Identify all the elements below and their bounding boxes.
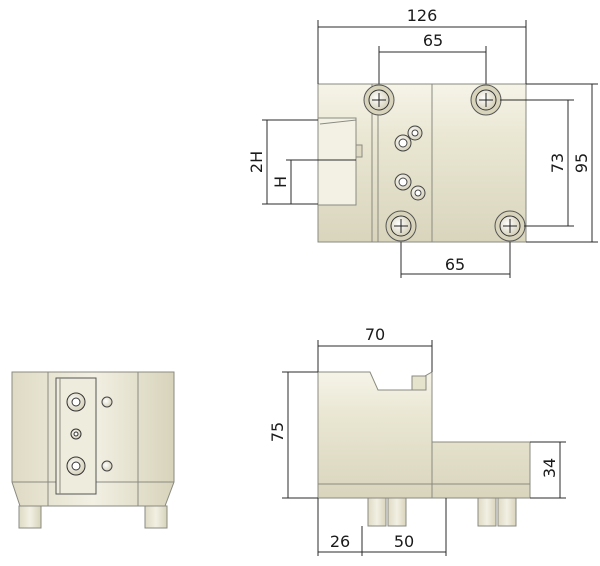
dim-95: 95 [572,153,591,173]
adjuster-hole [394,125,423,152]
adjuster-hole [101,460,113,472]
adjuster-hole [101,396,113,408]
screw-head [494,210,526,242]
dim-26: 26 [330,532,350,551]
dim-73: 73 [548,153,567,173]
locating-pin [497,497,517,527]
wedge-slot [317,117,357,206]
screw-head [470,84,502,116]
wedge-slot-tab [355,144,363,158]
dim-70: 70 [365,325,385,344]
locating-pin [387,497,407,527]
locating-pin [367,497,387,527]
dim-2h: 2H [247,151,266,173]
dim-h: H [271,176,290,188]
dim-65-bottom: 65 [445,255,465,274]
screw-head [66,456,86,476]
wedge-tab [411,375,427,391]
screw-head [363,84,395,116]
dim-126: 126 [407,6,438,25]
dim-65-top: 65 [423,31,443,50]
locating-pin [144,505,168,529]
side-view-body [317,371,531,499]
screw-head [385,210,417,242]
adjuster-hole [394,173,426,201]
screw-head [66,392,86,412]
dim-34: 34 [540,458,559,478]
side-view: 70 75 34 26 50 [268,325,566,556]
top-view: 126 65 65 73 95 2H H [247,6,598,278]
screw-head [70,428,82,440]
locating-pin [18,505,42,529]
dim-50: 50 [394,532,414,551]
dim-75: 75 [268,422,287,442]
locating-pin [477,497,497,527]
front-view [11,371,175,529]
